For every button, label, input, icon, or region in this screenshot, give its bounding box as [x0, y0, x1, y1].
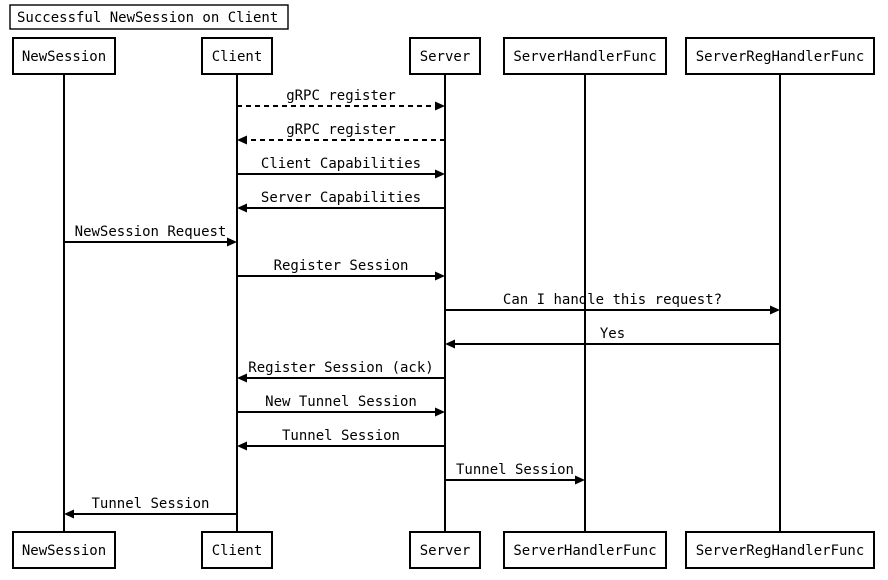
- message-10: New Tunnel Session: [237, 394, 445, 417]
- participant-box: [685, 37, 875, 75]
- participant-box: [503, 37, 667, 75]
- diagram-title-box: [9, 4, 289, 30]
- message-label: Can I handle this request?: [503, 292, 722, 308]
- participant-label: Server: [420, 49, 471, 65]
- message-7: Can I handle this request?: [445, 292, 780, 315]
- participant-client-top: Client: [201, 37, 273, 75]
- participant-box: [12, 37, 116, 75]
- message-label: Register Session: [274, 258, 409, 274]
- participants-top: NewSession Client Server ServerHandlerFunc S…: [12, 37, 875, 75]
- lifelines: [63, 74, 781, 532]
- message-2: gRPC register: [237, 122, 445, 145]
- participant-label: ServerRegHandlerFunc: [696, 49, 865, 65]
- participant-server-top: Server: [409, 37, 481, 75]
- message-label: Tunnel Session: [91, 496, 209, 512]
- message-3: Client Capabilities: [237, 156, 445, 179]
- message-label: Tunnel Session: [282, 428, 400, 444]
- participant-server-bottom: Server: [409, 531, 481, 569]
- participant-newsession-bottom: NewSession: [12, 531, 116, 569]
- message-label: gRPC register: [286, 122, 396, 138]
- message-label: Server Capabilities: [261, 190, 421, 206]
- message-arrowhead: [435, 407, 445, 417]
- participant-box: [503, 531, 667, 569]
- participant-box: [12, 531, 116, 569]
- participant-box: [201, 531, 273, 569]
- participant-label: ServerHandlerFunc: [513, 543, 656, 559]
- participant-label: Client: [212, 543, 263, 559]
- message-9: Register Session (ack): [237, 360, 445, 383]
- participant-box: [409, 37, 481, 75]
- participants-bottom: NewSession Client Server ServerHandlerFunc S…: [12, 531, 875, 569]
- message-arrowhead: [64, 509, 74, 519]
- diagram-title: Successful NewSession on Client: [9, 4, 289, 30]
- message-arrowhead: [770, 305, 780, 315]
- message-label: Client Capabilities: [261, 156, 421, 172]
- message-arrowhead: [575, 475, 585, 485]
- participant-newsession-top: NewSession: [12, 37, 116, 75]
- message-label: Tunnel Session: [456, 462, 574, 478]
- message-arrowhead: [237, 373, 247, 383]
- message-13: Tunnel Session: [64, 496, 237, 519]
- message-arrowhead: [435, 101, 445, 111]
- participant-label: Server: [420, 543, 471, 559]
- message-arrowhead: [445, 339, 455, 349]
- participant-label: NewSession: [22, 543, 106, 559]
- participant-label: ServerRegHandlerFunc: [696, 543, 865, 559]
- message-1: gRPC register: [237, 88, 445, 111]
- participant-label: ServerHandlerFunc: [513, 49, 656, 65]
- participant-serverreghandlerfunc-bottom: ServerRegHandlerFunc: [685, 531, 875, 569]
- participant-box: [685, 531, 875, 569]
- message-label: Register Session (ack): [248, 360, 433, 376]
- participant-label: NewSession: [22, 49, 106, 65]
- message-label: Yes: [600, 326, 625, 342]
- message-arrowhead: [237, 203, 247, 213]
- participant-client-bottom: Client: [201, 531, 273, 569]
- message-label: NewSession Request: [75, 224, 227, 240]
- message-12: Tunnel Session: [445, 462, 585, 485]
- participant-box: [201, 37, 273, 75]
- message-arrowhead: [227, 237, 237, 247]
- participant-box: [409, 531, 481, 569]
- message-label: gRPC register: [286, 88, 396, 104]
- diagram-title-text: Successful NewSession on Client: [17, 10, 278, 26]
- message-11: Tunnel Session: [237, 428, 445, 451]
- message-arrowhead: [237, 135, 247, 145]
- message-label: New Tunnel Session: [265, 394, 417, 410]
- participant-serverhandlerfunc-top: ServerHandlerFunc: [503, 37, 667, 75]
- message-8: Yes: [445, 326, 780, 349]
- message-arrowhead: [435, 271, 445, 281]
- participant-label: Client: [212, 49, 263, 65]
- participant-serverhandlerfunc-bottom: ServerHandlerFunc: [503, 531, 667, 569]
- message-arrowhead: [237, 441, 247, 451]
- message-arrowhead: [435, 169, 445, 179]
- message-6: Register Session: [237, 258, 445, 281]
- message-4: Server Capabilities: [237, 190, 445, 213]
- message-5: NewSession Request: [64, 224, 237, 247]
- participant-serverreghandlerfunc-top: ServerRegHandlerFunc: [685, 37, 875, 75]
